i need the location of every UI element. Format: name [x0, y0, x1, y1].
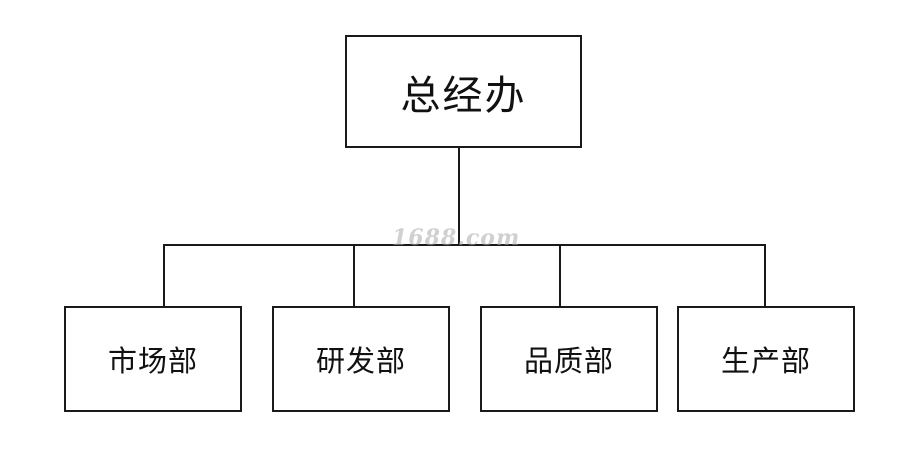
node-label: 研发部: [315, 344, 406, 378]
node-label: 市场部: [107, 344, 198, 378]
node-rnd-dept: 研发部: [272, 306, 450, 412]
watermark: 1688.com: [392, 225, 521, 251]
node-quality-dept: 品质部: [480, 306, 658, 412]
connector-drop-production: [764, 245, 766, 306]
node-production-dept: 生产部: [677, 306, 855, 412]
node-market-dept: 市场部: [64, 306, 242, 412]
connector-drop-quality: [559, 245, 561, 306]
node-label: 品质部: [523, 344, 614, 378]
node-general-office: 总经办: [345, 35, 582, 148]
connector-drop-market: [163, 245, 165, 306]
connector-root-down: [458, 148, 460, 245]
connector-horizontal-bus: [163, 244, 766, 246]
node-label: 生产部: [720, 344, 811, 378]
node-label: 总经办: [400, 72, 527, 119]
connector-drop-rnd: [353, 245, 355, 306]
